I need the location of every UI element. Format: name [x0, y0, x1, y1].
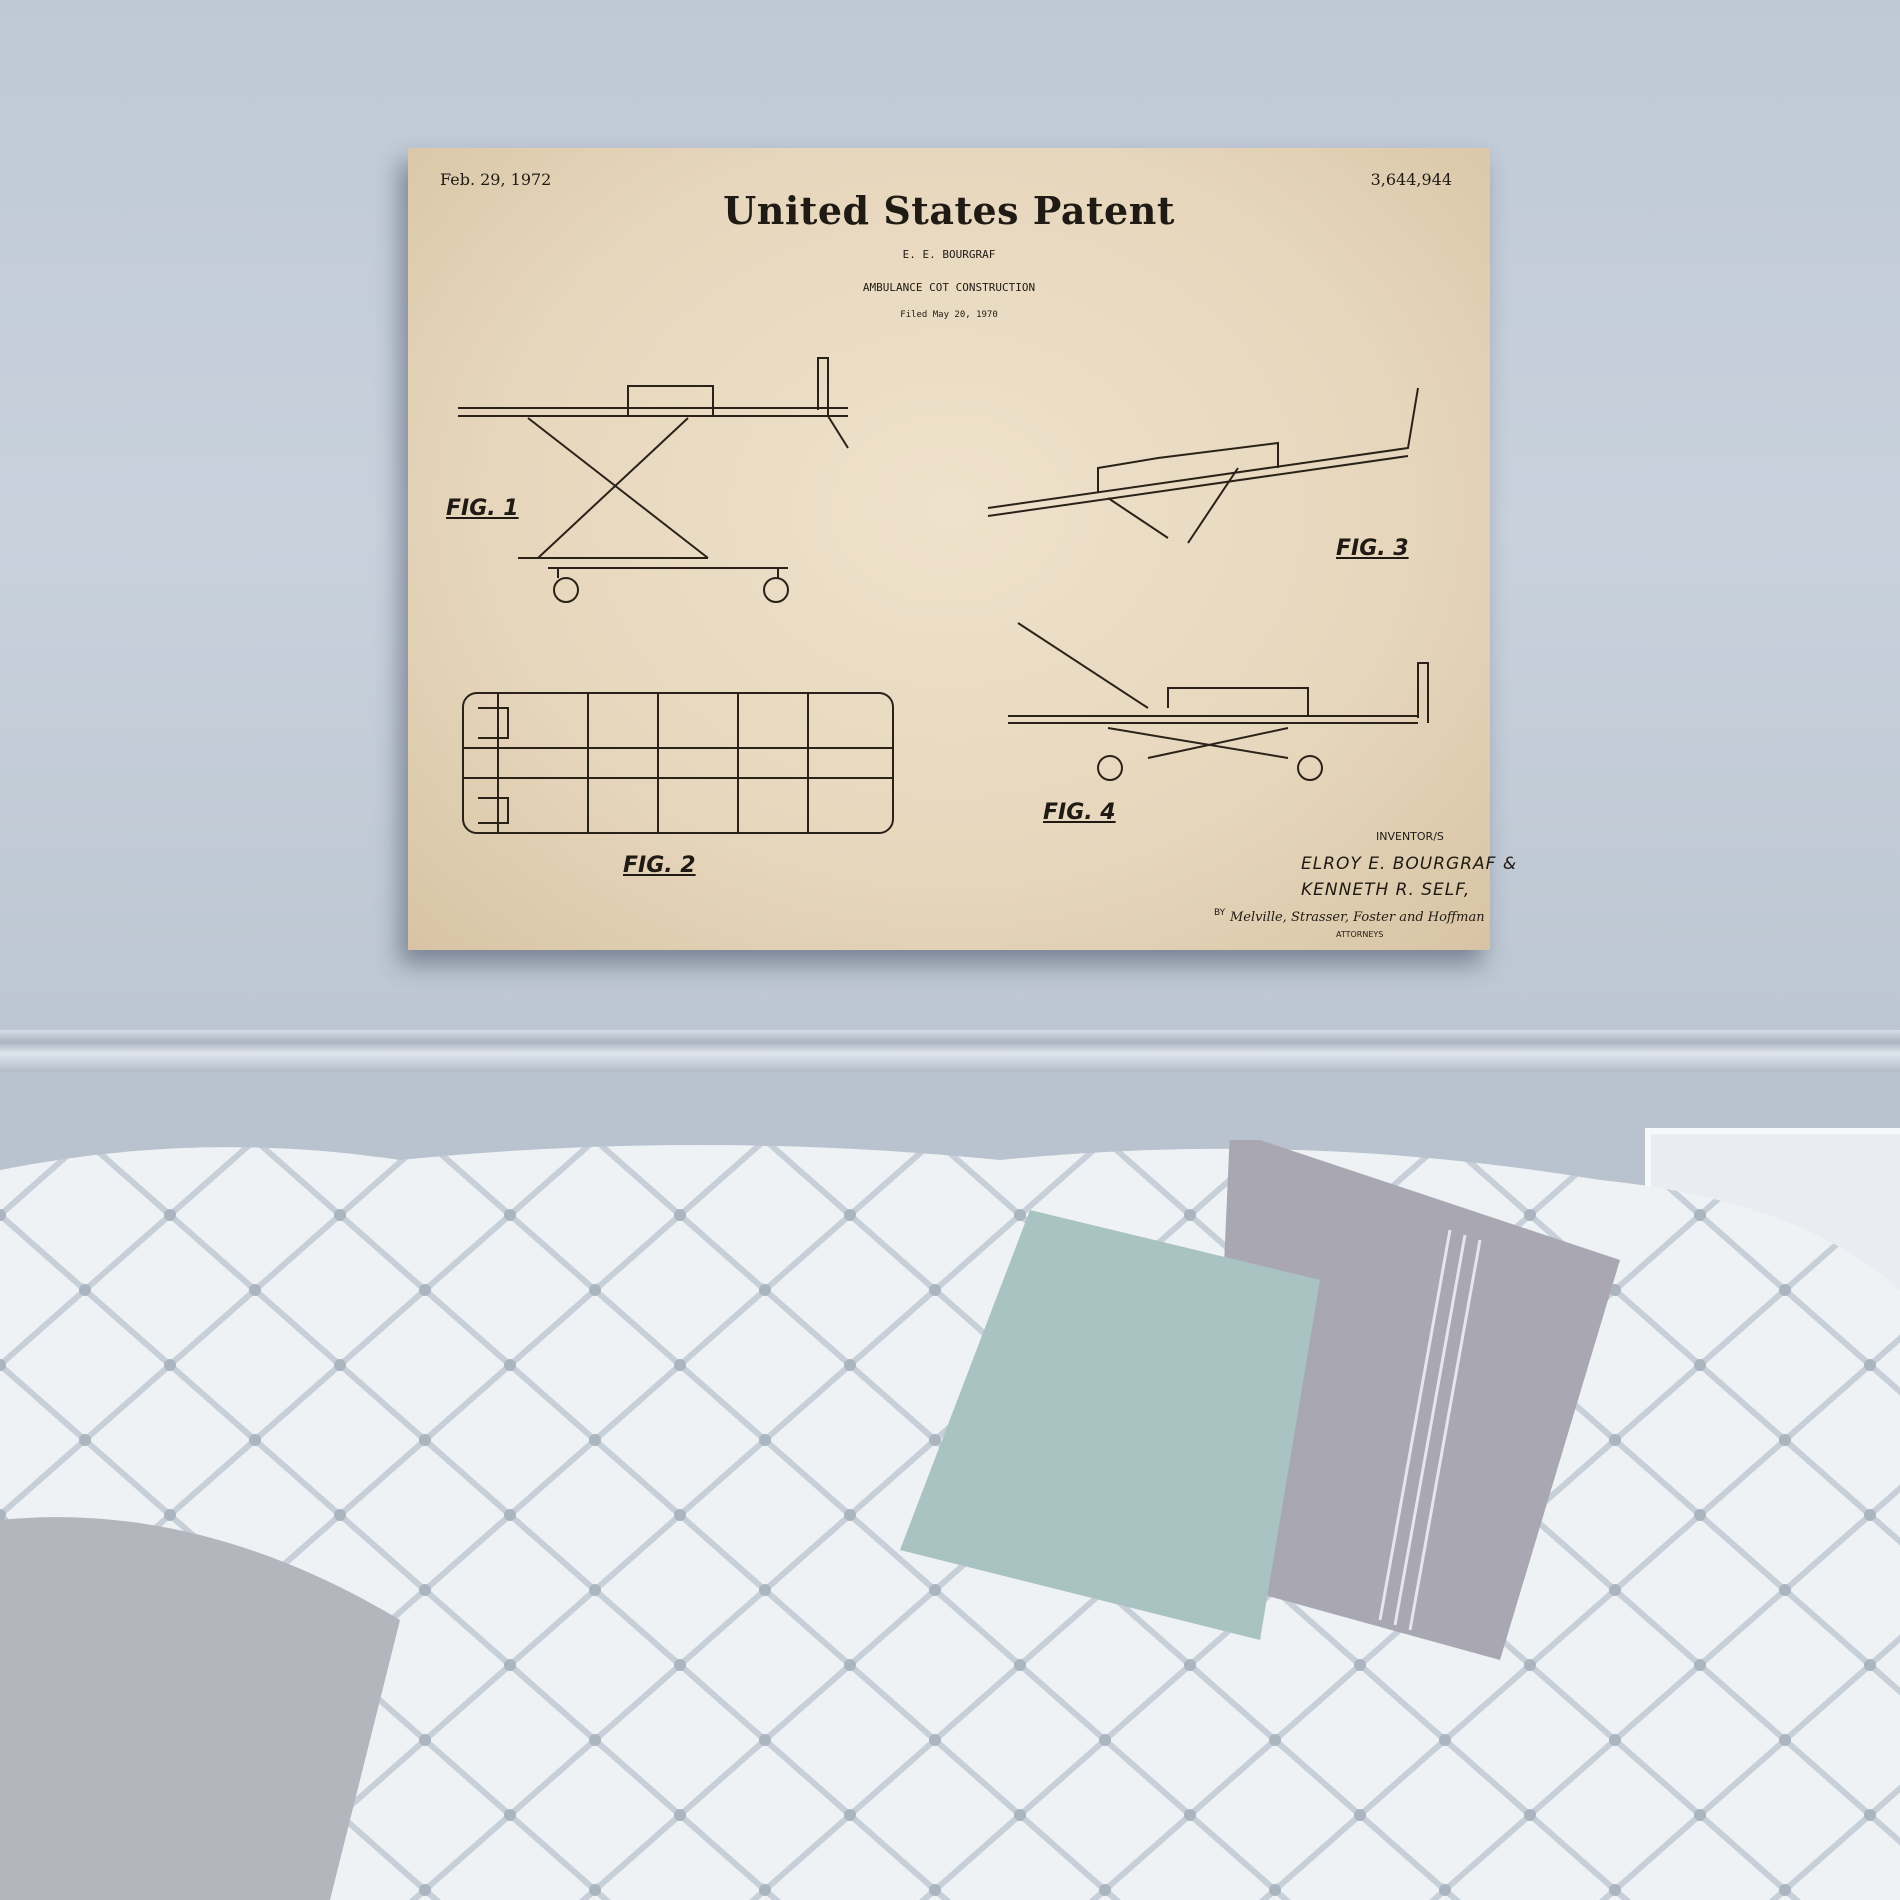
patent-title: United States Patent [723, 188, 1175, 233]
inventor-short: E. E. BOURGRAF [902, 248, 996, 261]
patent-drawings [458, 357, 1429, 834]
fig3-drawing [987, 387, 1419, 544]
invention-name: AMBULANCE COT CONSTRUCTION [862, 281, 1036, 294]
fig2-label: FIG. 2 [623, 853, 696, 878]
fig3-label: FIG. 3 [1336, 536, 1409, 561]
attorneys-signature: Melville, Strasser, Foster and Hoffman [1230, 910, 1485, 925]
fig4-label: FIG. 4 [1043, 800, 1116, 825]
patent-date: Feb. 29, 1972 [440, 170, 552, 189]
fig4-drawing [1008, 622, 1429, 781]
tufted-sofa [0, 1140, 1900, 1900]
gray-pillow [1210, 1140, 1620, 1660]
inventors-label: INVENTOR/S [1376, 830, 1444, 843]
fig1-label: FIG. 1 [446, 496, 519, 521]
gray-throw-blanket [0, 1517, 400, 1900]
inventor-line-2: KENNETH R. SELF, [1301, 880, 1471, 900]
filed-date: Filed May 20, 1970 [900, 310, 998, 320]
patent-canvas-print: Feb. 29, 1972 3,644,944 United States Pa… [408, 148, 1516, 950]
attorneys-label: ATTORNEYS [1336, 930, 1384, 939]
inventor-line-1: ELROY E. BOURGRAF & [1301, 854, 1518, 874]
fig1-drawing [458, 357, 849, 603]
fig2-drawing [462, 692, 894, 834]
by-label: BY [1214, 908, 1226, 918]
chair-rail-molding [0, 1030, 1900, 1072]
patent-number: 3,644,944 [1370, 170, 1452, 189]
teal-pillow [900, 1210, 1320, 1640]
